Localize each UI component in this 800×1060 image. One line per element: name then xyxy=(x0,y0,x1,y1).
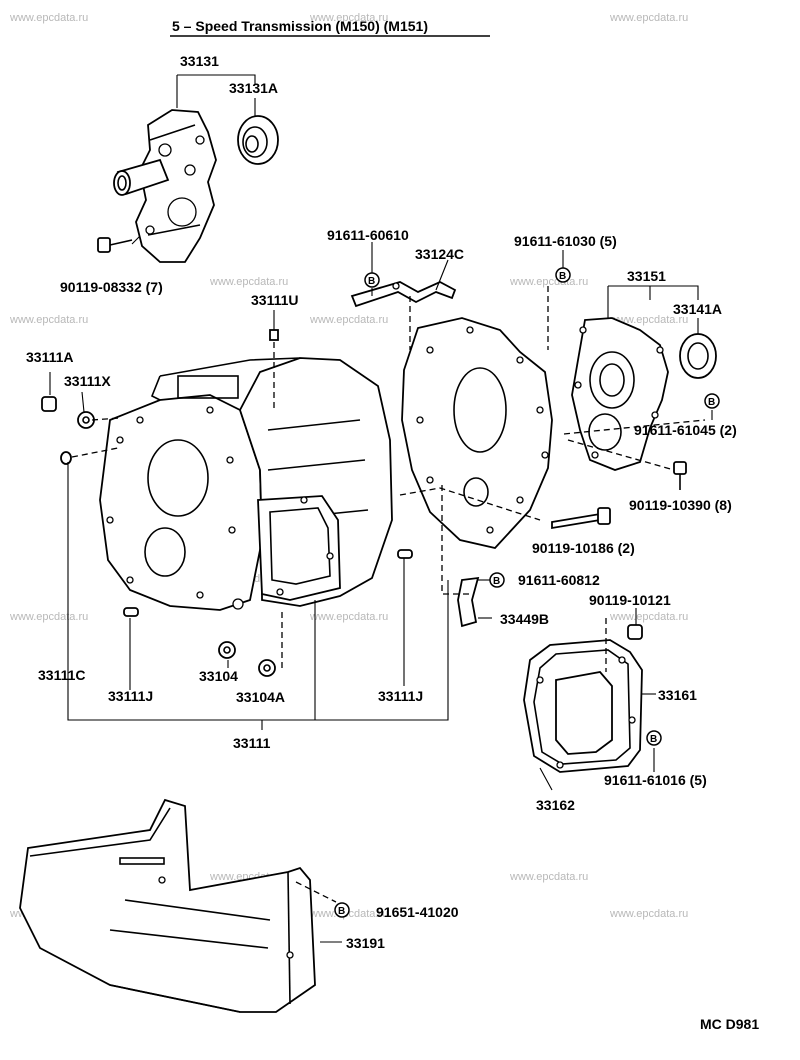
part-label-90119-08332: 90119-08332 (7) xyxy=(60,279,163,295)
part-label-91651-41020: 91651-41020 xyxy=(376,904,459,920)
part-label-90119-10186: 90119-10186 (2) xyxy=(532,540,635,556)
part-label-91611-61030: 91611-61030 (5) xyxy=(514,233,617,249)
leader-lines xyxy=(49,74,713,943)
gasket-33104a xyxy=(258,659,276,677)
part-label-33111c: 33111C xyxy=(38,667,86,683)
badge-b-icon: B xyxy=(334,902,350,918)
badge-b-letter: B xyxy=(368,276,375,287)
part-label-33141a: 33141A xyxy=(673,301,722,317)
bolt-90119-10186 xyxy=(551,507,611,530)
badge-b-icon: B xyxy=(489,572,505,588)
part-label-33191: 33191 xyxy=(346,935,385,951)
retainer-33161 xyxy=(523,639,643,773)
badge-b-letter: B xyxy=(708,397,715,408)
bracket-33124c xyxy=(350,280,457,308)
badge-b-letter: B xyxy=(493,576,500,587)
part-label-91611-61016: 91611-61016 (5) xyxy=(604,772,707,788)
badge-b-letter: B xyxy=(338,906,345,917)
badge-b-icon: B xyxy=(704,393,720,409)
part-label-90119-10390: 90119-10390 (8) xyxy=(629,497,732,513)
pin-33111j-left xyxy=(123,607,139,617)
skid-plate-33191 xyxy=(19,798,316,1013)
watermark-text: www.epcdata.ru xyxy=(309,611,388,623)
part-label-33111j: 33111J xyxy=(108,688,153,704)
diagram-title: 5 – Speed Transmission (M150) (M151) xyxy=(172,18,428,34)
part-label-33161: 33161 xyxy=(658,687,697,703)
gasket-33111x xyxy=(77,411,95,429)
plug-33111u xyxy=(269,329,279,341)
part-label-33111: 33111 xyxy=(233,735,271,751)
part-label-33124c: 33124C xyxy=(415,246,464,262)
pin-33111c xyxy=(60,451,72,465)
watermark-text: www.epcdata.ru xyxy=(309,314,388,326)
bolt-90119-10390 xyxy=(673,461,687,490)
oil-seal-33131a xyxy=(237,115,279,165)
watermark-text: www.epcdata.ru xyxy=(509,871,588,883)
badge-b-letter: B xyxy=(559,271,566,282)
badge-b-icon: B xyxy=(555,267,571,283)
badge-b-icon: B xyxy=(646,730,662,746)
plug-33111a xyxy=(41,396,57,412)
cover-33151 xyxy=(571,317,669,471)
part-label-33449b: 33449B xyxy=(500,611,549,627)
part-label-33151: 33151 xyxy=(627,268,666,284)
part-label-91611-61045: 91611-61045 (2) xyxy=(634,422,737,438)
oil-seal-33141a xyxy=(679,333,717,379)
plug-33104 xyxy=(218,641,236,659)
watermark-text: www.epcdata.ru xyxy=(9,12,88,24)
part-label-33111j: 33111J xyxy=(378,688,423,704)
part-label-33162: 33162 xyxy=(536,797,575,813)
extension-housing-part xyxy=(113,109,217,263)
bolt-90119-08332 xyxy=(97,237,133,253)
part-label-33111x: 33111X xyxy=(64,373,111,389)
watermark-text: www.epcdata.ru xyxy=(609,12,688,24)
watermark-text: www.epcdata.ru xyxy=(309,12,388,24)
watermark-text: www.epcdata.ru xyxy=(609,908,688,920)
pin-33111j-right xyxy=(397,549,413,559)
transmission-case-33111 xyxy=(99,357,393,611)
intermediate-plate xyxy=(401,317,553,549)
watermark-text: www.epcdata.ru xyxy=(209,276,288,288)
badge-b-icon: B xyxy=(364,272,380,288)
part-label-91611-60812: 91611-60812 xyxy=(518,572,600,588)
part-label-33111u: 33111U xyxy=(251,292,299,308)
watermark-text: www.epcdata.ru xyxy=(9,314,88,326)
part-label-90119-10121: 90119-10121 xyxy=(589,592,671,608)
part-label-33131: 33131 xyxy=(180,53,219,69)
part-label-33104a: 33104A xyxy=(236,689,285,705)
watermark-text: www.epcdata.ru xyxy=(609,314,688,326)
part-labels: 33131 33131A 90119-08332 (7) 91611-60610… xyxy=(26,53,737,951)
part-label-33131a: 33131A xyxy=(229,80,278,96)
part-label-33104: 33104 xyxy=(199,668,238,684)
part-label-33111a: 33111A xyxy=(26,349,74,365)
bracket-33449b xyxy=(457,576,480,628)
bolt-90119-10121 xyxy=(627,624,643,640)
badge-b-letter: B xyxy=(650,734,657,745)
watermark-text: www.epcdata.ru xyxy=(609,611,688,623)
watermark-text: www.epcdata.ru xyxy=(9,611,88,623)
diagram-code: MC D981 xyxy=(700,1016,759,1032)
part-label-91611-60610: 91611-60610 xyxy=(327,227,409,243)
